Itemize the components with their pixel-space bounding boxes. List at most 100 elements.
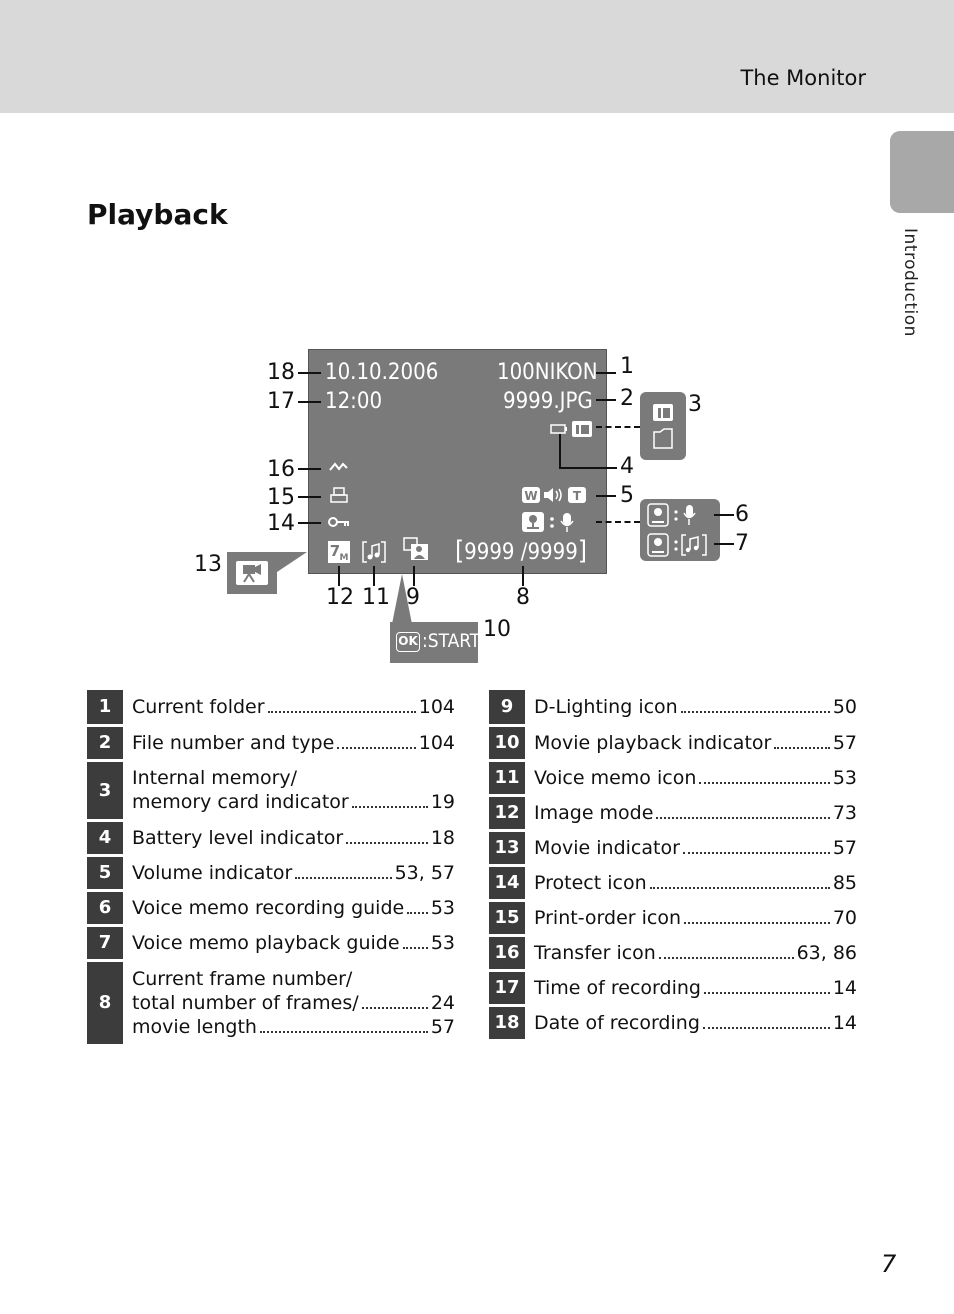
- battery-memory-icons: [550, 421, 592, 437]
- dot-leader: [649, 877, 830, 889]
- page-number: 7: [881, 1250, 897, 1278]
- voice-memo-icon: [362, 541, 386, 563]
- callout-16: 16: [267, 457, 295, 482]
- item-label: Movie indicator: [534, 836, 680, 859]
- row-number: 7: [87, 925, 123, 962]
- table-row: 3 Internal memory/memory card indicator 19: [87, 760, 455, 822]
- row-number: 13: [489, 830, 525, 867]
- page-reference: 53: [832, 766, 857, 789]
- page-reference: 63, 86: [796, 941, 857, 964]
- dot-leader: [351, 796, 428, 808]
- row-number: 4: [87, 820, 123, 857]
- row-number: 16: [489, 935, 525, 972]
- dot-leader: [361, 997, 428, 1009]
- callout-6: 6: [735, 502, 749, 527]
- ok-button-icon: OK: [396, 632, 420, 652]
- row-number: 14: [489, 865, 525, 902]
- page-reference: 57: [430, 1015, 455, 1038]
- row-description: Internal memory/memory card indicator 19: [123, 760, 455, 821]
- page-reference: 104: [418, 731, 455, 754]
- item-label: Time of recording: [534, 976, 701, 999]
- description-line: Current frame number/: [132, 967, 455, 991]
- callout-5: 5: [620, 483, 634, 508]
- description-line: Voice memo icon 53: [534, 766, 857, 790]
- description-line: total number of frames/24: [132, 991, 455, 1015]
- dot-leader: [699, 772, 830, 784]
- leader-17: [298, 401, 321, 403]
- callout-10: 10: [483, 617, 511, 642]
- callout-3: 3: [688, 392, 702, 417]
- item-label: Volume indicator: [132, 861, 293, 884]
- page-reference: 57: [832, 731, 857, 754]
- page-reference: 53: [430, 931, 455, 954]
- callout-7: 7: [735, 531, 749, 556]
- dot-leader: [684, 912, 830, 924]
- description-line: Transfer icon 63, 86: [534, 941, 857, 965]
- svg-text:7: 7: [330, 542, 340, 560]
- item-label: D-Lighting icon: [534, 696, 678, 719]
- volume-indicator-icon: W T: [522, 487, 586, 503]
- row-number: 18: [489, 1005, 525, 1042]
- dot-leader: [702, 1017, 830, 1029]
- movie-playback-indicator: OK :START: [390, 622, 480, 663]
- item-label: Print-order icon: [534, 906, 682, 929]
- dot-leader: [658, 947, 794, 959]
- leader-1: [596, 372, 616, 374]
- description-line: memory card indicator 19: [132, 790, 455, 814]
- callout-11: 11: [362, 585, 390, 610]
- page-reference: 53: [430, 896, 455, 919]
- leader-3: [596, 426, 640, 428]
- page-reference: 18: [430, 826, 455, 849]
- row-number: 3: [87, 760, 123, 822]
- movie-playback-pointer: [392, 574, 412, 624]
- row-number: 12: [489, 795, 525, 832]
- callout-13: 13: [194, 552, 222, 577]
- dot-leader: [337, 737, 416, 749]
- dot-leader: [682, 842, 830, 854]
- description-line: Internal memory/: [132, 766, 455, 790]
- item-label: Transfer icon: [534, 941, 656, 964]
- leader-4-vertical: [559, 434, 561, 469]
- dot-leader: [680, 701, 830, 714]
- row-description: Current frame number/total number of fra…: [123, 960, 455, 1046]
- frame-counter-open-bracket: [: [455, 536, 465, 566]
- page-reference: 104: [418, 696, 455, 719]
- item-label: Date of recording: [534, 1011, 700, 1034]
- row-number: 6: [87, 890, 123, 927]
- header-band: [0, 0, 954, 113]
- callout-18: 18: [267, 360, 295, 385]
- callout-4: 4: [620, 454, 634, 479]
- svg-text:W: W: [524, 489, 537, 503]
- page-reference: 19: [430, 791, 455, 813]
- callout-17: 17: [267, 389, 295, 414]
- item-label: total number of frames/: [132, 991, 359, 1014]
- item-label: memory card indicator: [132, 791, 349, 813]
- dot-leader: [656, 807, 830, 819]
- item-label: Voice memo icon: [534, 766, 697, 789]
- callout-1: 1: [620, 354, 634, 379]
- row-description: Transfer icon 63, 86: [525, 935, 857, 971]
- item-label: File number and type: [132, 731, 335, 754]
